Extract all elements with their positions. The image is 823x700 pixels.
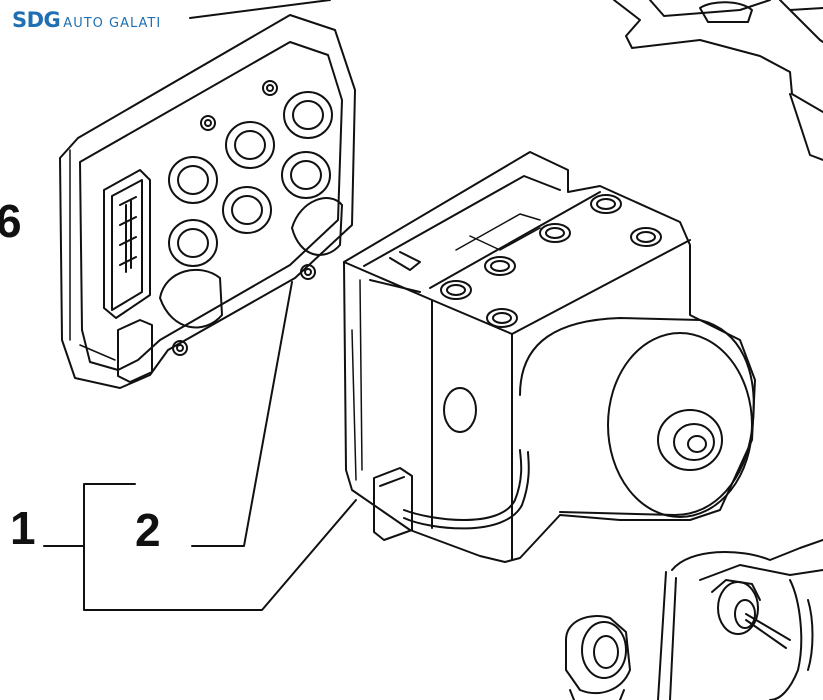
hydraulic-unit-part [343,151,756,563]
lower-bracket-part [565,539,823,700]
brand-watermark: SDG AUTO GALATI [12,10,161,31]
hydraulic-top-ports [440,194,662,328]
callout-label-2: 2 [135,504,161,556]
module-cavity-right [291,197,343,256]
hydraulic-side-hole [443,387,477,433]
hydraulic-front-face [343,261,513,561]
rubber-mount-part [565,615,631,700]
leader-line-2 [191,281,293,547]
brand-name: AUTO GALATI [63,16,162,31]
module-port-rings [168,91,333,267]
pump-motor [519,317,755,518]
hydraulic-connector-cable [373,449,530,541]
control-module-inner-rim [79,41,343,371]
brand-logo-mark: SDG [12,8,61,32]
module-screws [172,80,316,356]
module-connector [103,169,151,319]
callout-label-1: 1 [10,502,36,554]
module-tab [117,319,153,383]
control-module-part [59,14,356,389]
control-module-outline [59,14,356,389]
callout-label-6: 6 [0,195,22,247]
module-cavity-left [159,268,223,329]
bracket-line-1 [83,483,357,611]
callout-leader-lines [43,281,357,611]
top-leader-line [189,0,331,19]
hydraulic-block-outline [343,151,756,563]
upper-bracket-part [613,0,823,161]
